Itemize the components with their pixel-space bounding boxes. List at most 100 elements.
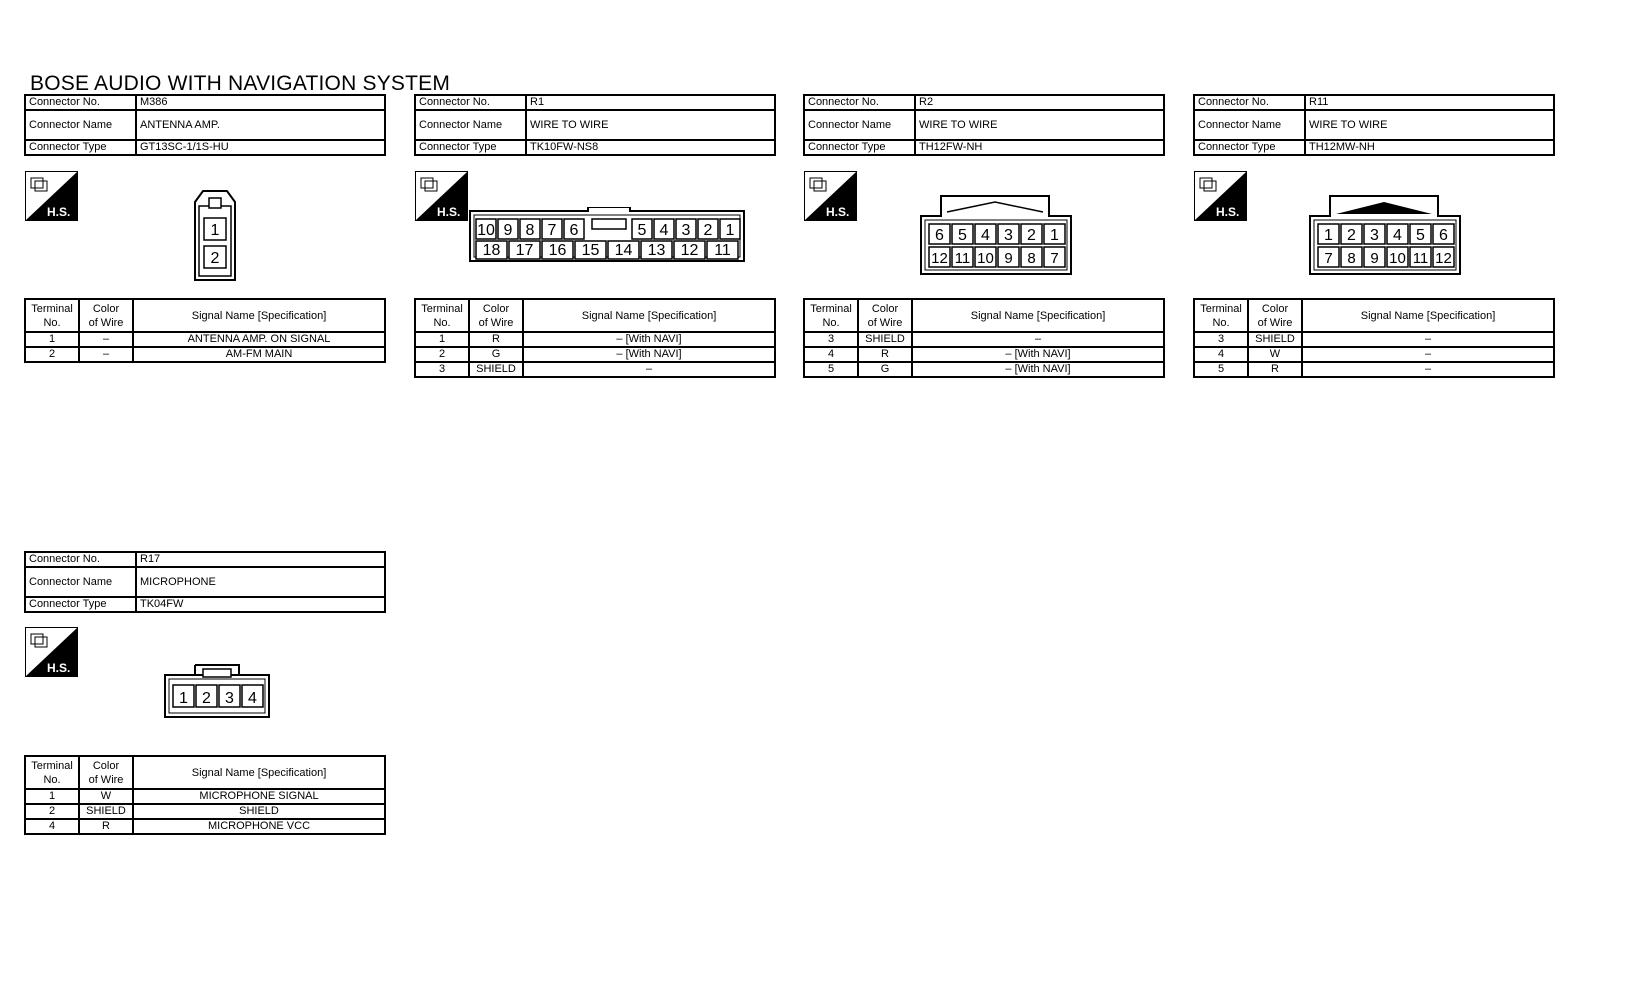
table-row: 2–AM-FM MAIN [24,346,386,363]
pin-label: 4 [1393,227,1402,244]
pin-cell [1386,223,1409,245]
pin-label: 4 [248,690,257,707]
pin-cell [218,684,241,708]
pin-label: 11 [955,250,971,267]
pin-label: 17 [516,242,534,259]
pin-label: 8 [1347,250,1355,267]
connector-no-label: Connector No. [414,94,527,111]
connector-name-label: Connector Name [24,109,137,141]
pin-cell [1386,246,1409,268]
pin-cell [1317,223,1340,245]
pin-label: 9 [504,222,513,239]
connector-type-value: TK04FW [135,596,386,613]
pin-cell [951,223,974,245]
connector-name-label: Connector Name [803,109,916,141]
pin-cell [541,240,574,260]
pin-cell [1363,246,1386,268]
pin-label: 8 [1027,250,1035,267]
pin-label: 6 [570,222,579,239]
pin-label: 10 [477,222,495,239]
pin-label: 15 [582,242,600,259]
pin-label: 6 [1439,227,1448,244]
pin-cell [1432,223,1455,245]
pin-cell [928,246,951,268]
pin-label: 12 [1435,250,1452,267]
pin-label: 2 [202,690,211,707]
connector-name-value: ANTENNA AMP. [135,109,386,141]
connector-name-value: MICROPHONE [135,566,386,598]
pin-label: 16 [549,242,567,259]
pin-cell [640,240,673,260]
connector-type-label: Connector Type [803,139,916,156]
pin-label: 5 [1416,227,1425,244]
connector-no-label: Connector No. [1193,94,1306,111]
pin-label: 12 [681,242,699,259]
pin-cell [1409,246,1432,268]
pin-label: 7 [1324,250,1332,267]
connector-type-label: Connector Type [1193,139,1306,156]
pin-cell [673,240,706,260]
pin-label: 5 [638,222,647,239]
pin-cell [241,684,264,708]
pin-label: 3 [1370,227,1379,244]
pin-cell [1432,246,1455,268]
svg-text:H.S.: H.S. [1216,205,1239,219]
pin-label: 4 [981,227,990,244]
pin-label: 4 [660,222,669,239]
pin-label: 2 [704,222,713,239]
pin-cell [928,223,951,245]
pin-cell [475,240,508,260]
connector-no-label: Connector No. [803,94,916,111]
hs-label: H.S. [47,205,70,219]
pin-label: 2 [1347,227,1356,244]
connector-face-m386: 1 2 [189,188,241,289]
pin-cell [519,218,541,240]
pin-cell [631,218,653,240]
pin-label: 8 [526,222,535,239]
pin-cell [541,218,563,240]
pin-cell [607,240,640,260]
pin-label: 1 [1050,227,1059,244]
pin-cell [653,218,675,240]
connector-no-value: R17 [135,551,386,568]
connector-type-label: Connector Type [414,139,527,156]
pin-cell [1043,223,1066,245]
harness-side-icon: H.S. [415,171,468,221]
connector-no-value: R1 [525,94,776,111]
pin-cell [172,684,195,708]
harness-side-icon: H.S. [804,171,857,221]
pin-label: 12 [931,250,948,267]
pin-label: 1 [211,222,220,239]
signal-name-header: Signal Name [Specification] [522,298,776,333]
harness-side-icon: H.S. [1194,171,1247,221]
connector-type-label: Connector Type [24,139,137,156]
pin-cell [675,218,697,240]
pin-cell [1409,223,1432,245]
